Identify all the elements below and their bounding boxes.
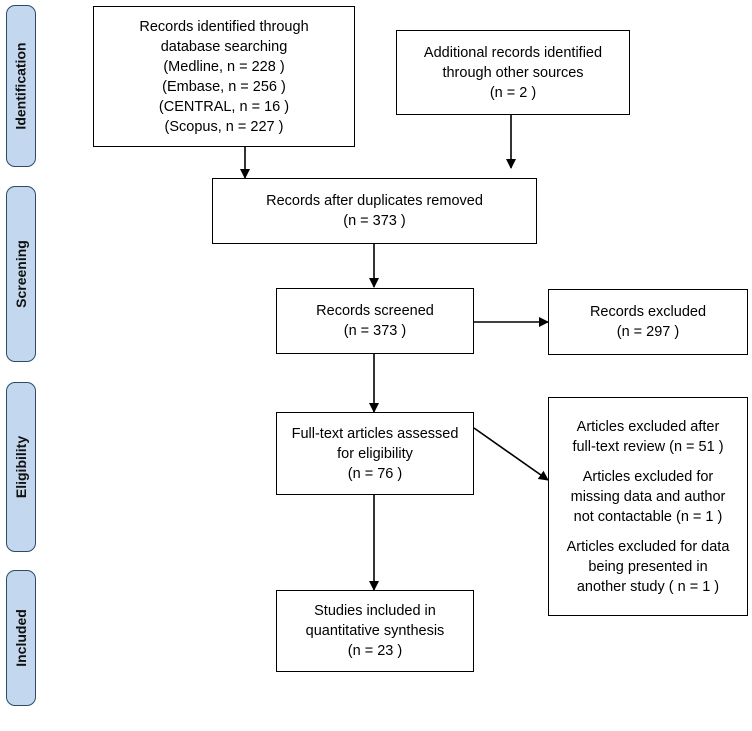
- arrow-fulltext-to-excluded: [473, 427, 549, 481]
- fulltext-assessed-line: Full-text articles assessed: [291, 425, 459, 442]
- stage-label-included: Included: [13, 609, 29, 667]
- exclusion-line: Articles excluded for data: [566, 538, 730, 555]
- stage-label-screening: Screening: [13, 240, 30, 308]
- records-excluded-line: (n = 297 ): [616, 324, 680, 340]
- stage-label-eligibility: Eligibility: [13, 435, 30, 499]
- duplicates-removed-line: (n = 373 ): [343, 213, 406, 229]
- database-search-line: (Scopus, n = 227 ): [164, 118, 284, 135]
- studies-included-line: quantitative synthesis: [305, 623, 445, 639]
- stage-tab-screening: Screening: [6, 186, 36, 362]
- records-screened-line: (n = 373 ): [343, 323, 407, 339]
- stage-tab-identification: Identification: [6, 5, 36, 167]
- studies-included-line: (n = 23 ): [347, 643, 403, 659]
- database-search-line: database searching: [160, 38, 288, 55]
- database-search-line: (Embase, n = 256 ): [162, 78, 286, 95]
- other-sources-line: (n = 2 ): [489, 84, 537, 101]
- database-search-line: (CENTRAL, n = 16 ): [158, 98, 290, 115]
- records-screened-line: Records screened: [316, 303, 434, 319]
- exclusion-reason-duplicate-study: Articles excluded for data being present…: [567, 537, 730, 597]
- exclusion-line: another study ( n = 1 ): [576, 578, 720, 595]
- stage-tab-included: Included: [6, 570, 36, 706]
- other-sources-line: through other sources: [442, 64, 584, 81]
- exclusion-line: being presented in: [588, 558, 708, 575]
- fulltext-assessed-line: (n = 76 ): [347, 465, 403, 482]
- records-excluded-line: Records excluded: [589, 304, 707, 320]
- exclusion-line: missing data and author: [570, 488, 726, 505]
- exclusion-line: not contactable (n = 1 ): [573, 508, 723, 525]
- exclusion-line: Articles excluded for: [582, 468, 714, 485]
- box-database-search: Records identified through database sear…: [93, 6, 355, 147]
- stage-label-identification: Identification: [13, 42, 29, 130]
- box-fulltext-excluded: Articles excluded after full-text review…: [548, 397, 748, 616]
- stage-tab-eligibility: Eligibility: [6, 382, 36, 552]
- database-search-line: (Medline, n = 228 ): [163, 58, 285, 75]
- studies-included-line: Studies included in: [314, 603, 436, 619]
- other-sources-line: Additional records identified: [423, 44, 603, 61]
- exclusion-line: Articles excluded after: [576, 418, 720, 435]
- box-other-sources: Additional records identified through ot…: [396, 30, 630, 115]
- fulltext-assessed-line: for eligibility: [337, 445, 413, 462]
- database-search-line: Records identified through: [139, 18, 309, 35]
- exclusion-reason-fulltext-review: Articles excluded after full-text review…: [572, 417, 723, 457]
- box-studies-included: Studies included in quantitative synthes…: [276, 590, 474, 672]
- box-fulltext-assessed: Full-text articles assessed for eligibil…: [276, 412, 474, 495]
- exclusion-reason-missing-data: Articles excluded for missing data and a…: [571, 467, 726, 527]
- box-records-screened: Records screened (n = 373 ): [276, 288, 474, 354]
- duplicates-removed-line: Records after duplicates removed: [266, 193, 483, 209]
- box-records-excluded: Records excluded (n = 297 ): [548, 289, 748, 355]
- exclusion-line: full-text review (n = 51 ): [572, 438, 724, 455]
- box-duplicates-removed: Records after duplicates removed (n = 37…: [212, 178, 537, 244]
